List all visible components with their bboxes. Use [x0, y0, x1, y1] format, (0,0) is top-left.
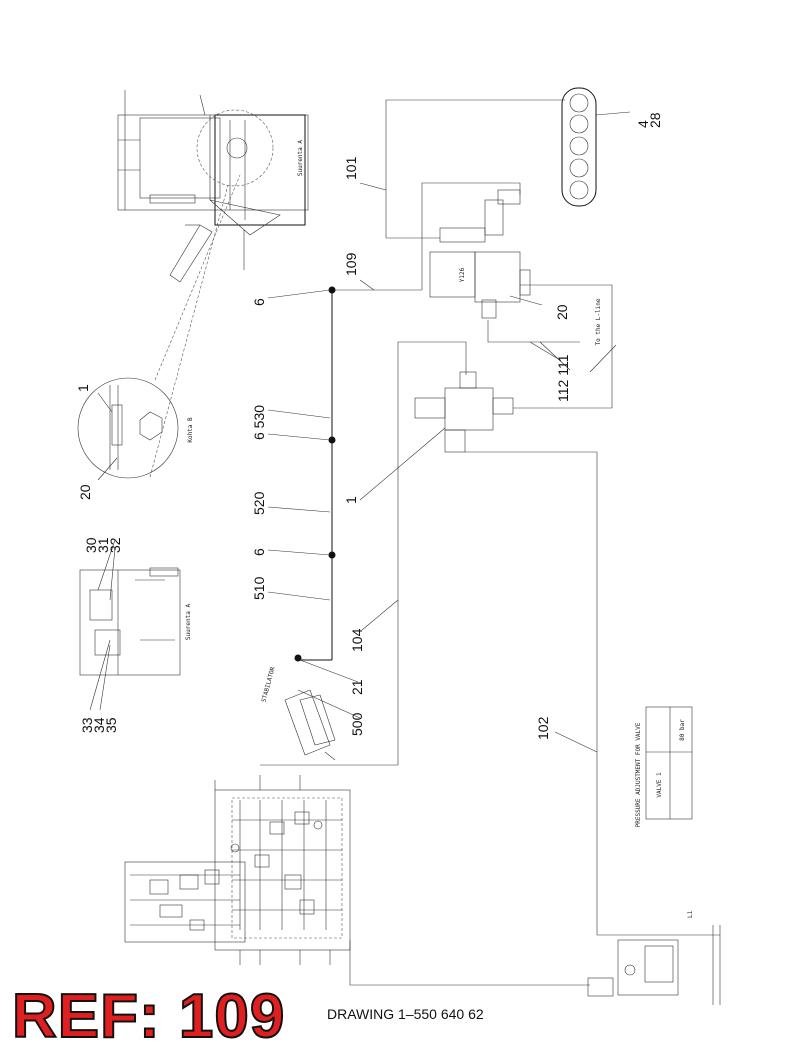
drawing-number: DRAWING 1–550 640 62: [327, 1006, 484, 1022]
callout-510: 510: [251, 576, 267, 600]
stabilator-valve: STABILATOR: [260, 666, 336, 761]
solenoid-valve-y126: Y126: [429, 189, 531, 319]
callout-1-mid: 1: [343, 496, 359, 504]
callout-35: 35: [103, 717, 119, 733]
callout-500: 500: [349, 712, 365, 736]
hydraulic-lines: [260, 99, 720, 986]
callout-20-right: 20: [554, 304, 570, 320]
kohta-b-label: Kohta B: [187, 417, 194, 443]
valve-1-block: [414, 371, 514, 453]
pressure-table-title: PRESSURE ADJUSTMENT FOR VALVE: [635, 722, 642, 827]
callout-101: 101: [343, 156, 359, 180]
junction-dots: [294, 286, 336, 662]
callout-6-mid: 6: [251, 548, 267, 556]
callout-20-left: 20: [77, 484, 93, 500]
detail-b-drawing: Kohta B: [77, 174, 241, 479]
callout-30: 30: [83, 537, 99, 553]
to-l-line-label: To the L-line: [595, 298, 602, 345]
callout-104: 104: [349, 628, 365, 652]
machine-assembly-drawing: Suurenta A: [117, 90, 309, 283]
callout-28: 28: [647, 112, 663, 128]
callout-31: 31: [95, 537, 111, 553]
suurenta-a-label-top: Suurenta A: [297, 140, 304, 177]
pump-tank-assembly: L1: [587, 910, 721, 1005]
suurenta-a-label-left: Suurenta A: [185, 604, 192, 641]
callout-4: 4: [635, 120, 651, 128]
callout-33: 33: [79, 717, 95, 733]
callout-112-111: 112 111: [555, 354, 571, 402]
callout-34: 34: [91, 717, 107, 733]
gauge-cluster: [561, 87, 631, 207]
pressure-table: PRESSURE ADJUSTMENT FOR VALVE VALVE 1 80…: [635, 706, 693, 827]
callout-numbers: 4 28 101 109 6 20 112 111 1 20 6 530 520…: [75, 112, 663, 740]
callout-109: 109: [343, 252, 359, 276]
callout-1-top: 1: [75, 384, 91, 392]
pressure-table-row-value: 80 bar: [679, 719, 686, 741]
control-block-schematic: [124, 775, 351, 965]
ref-stamp: REF: 109: [11, 982, 286, 1051]
leader-lines: [89, 182, 617, 753]
l1-label: L1: [687, 910, 694, 918]
callout-102: 102: [535, 716, 551, 740]
stabilator-label: STABILATOR: [260, 666, 276, 703]
pressure-table-row-label: VALVE 1: [656, 772, 663, 798]
detail-a-drawing: Suurenta A: [79, 567, 192, 676]
callout-32: 32: [107, 537, 123, 553]
callout-21: 21: [349, 679, 365, 695]
callout-6-530: 6 530: [251, 405, 267, 440]
valve-y126-label: Y126: [459, 267, 466, 282]
callout-6-top: 6: [251, 298, 267, 306]
callout-520: 520: [251, 491, 267, 515]
